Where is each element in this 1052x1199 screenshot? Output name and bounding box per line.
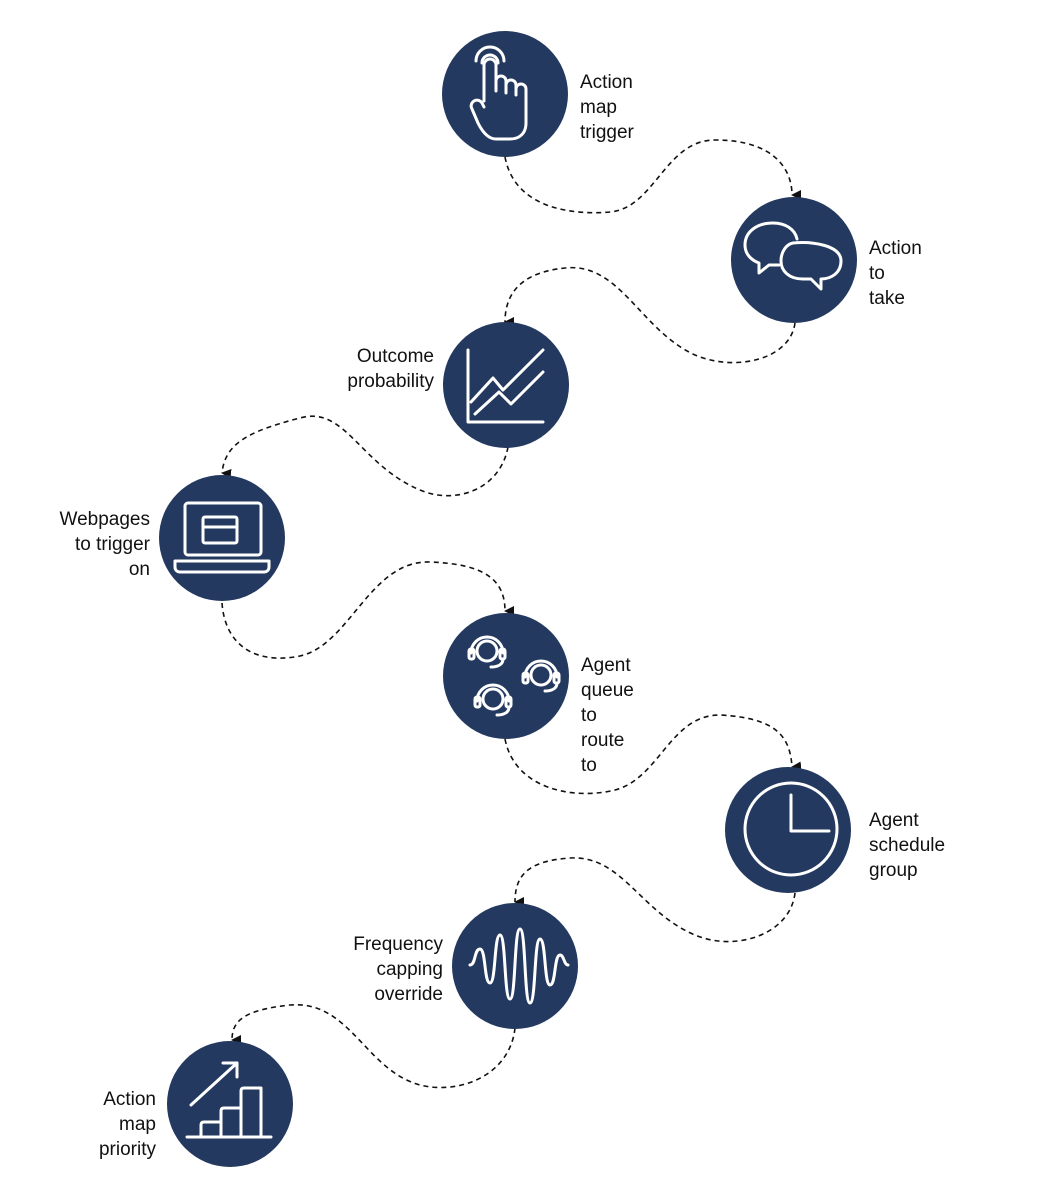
step-label: Action to take (869, 238, 922, 309)
connector-7-8 (231, 1004, 516, 1089)
node-circle (731, 197, 857, 323)
connector-5-6 (504, 714, 802, 795)
step-label: Frequency capping override (353, 934, 443, 1005)
connector-1-2 (504, 139, 802, 214)
step-label: Action map priority (98, 1089, 156, 1160)
step-label: Outcome probability (347, 346, 434, 392)
priority-steps-icon (167, 1041, 293, 1167)
hand-pointer-icon (442, 31, 568, 157)
step-frequency-capping-override: Frequency capping override (353, 903, 578, 1029)
step-action-map-priority: Action map priority (99, 1041, 293, 1167)
clock-icon (725, 767, 851, 893)
line-chart-icon (443, 322, 569, 448)
step-agent-schedule-group: Agent schedule group (725, 767, 945, 893)
laptop-icon (159, 475, 285, 601)
step-label: Agent schedule group (869, 810, 946, 881)
step-agent-queue-to-route-to: Agent queue to route to (443, 613, 634, 776)
connector-6-7 (514, 857, 796, 943)
step-label: Agent queue to route to (581, 655, 634, 776)
node-circle (442, 31, 568, 157)
sound-wave-icon (452, 903, 578, 1029)
connector-2-3 (504, 267, 796, 364)
connector-3-4 (221, 415, 509, 497)
step-outcome-probability: Outcome probability (347, 322, 569, 448)
headset-agents-icon (443, 613, 569, 739)
step-action-map-trigger: Action map trigger (442, 31, 634, 157)
node-circle (725, 767, 851, 893)
step-action-to-take: Action to take (731, 197, 922, 323)
node-circle (443, 613, 569, 739)
node-circle (452, 903, 578, 1029)
node-circle (167, 1041, 293, 1167)
step-label: Webpages to trigger on (59, 509, 151, 580)
node-circle (443, 322, 569, 448)
connector-4-5 (221, 561, 515, 659)
step-webpages-to-trigger-on: Webpages to trigger on (60, 475, 285, 601)
step-label: Action map trigger (580, 72, 634, 143)
node-circle (159, 475, 285, 601)
connector-group (221, 139, 802, 1089)
chat-bubbles-icon (731, 197, 857, 323)
